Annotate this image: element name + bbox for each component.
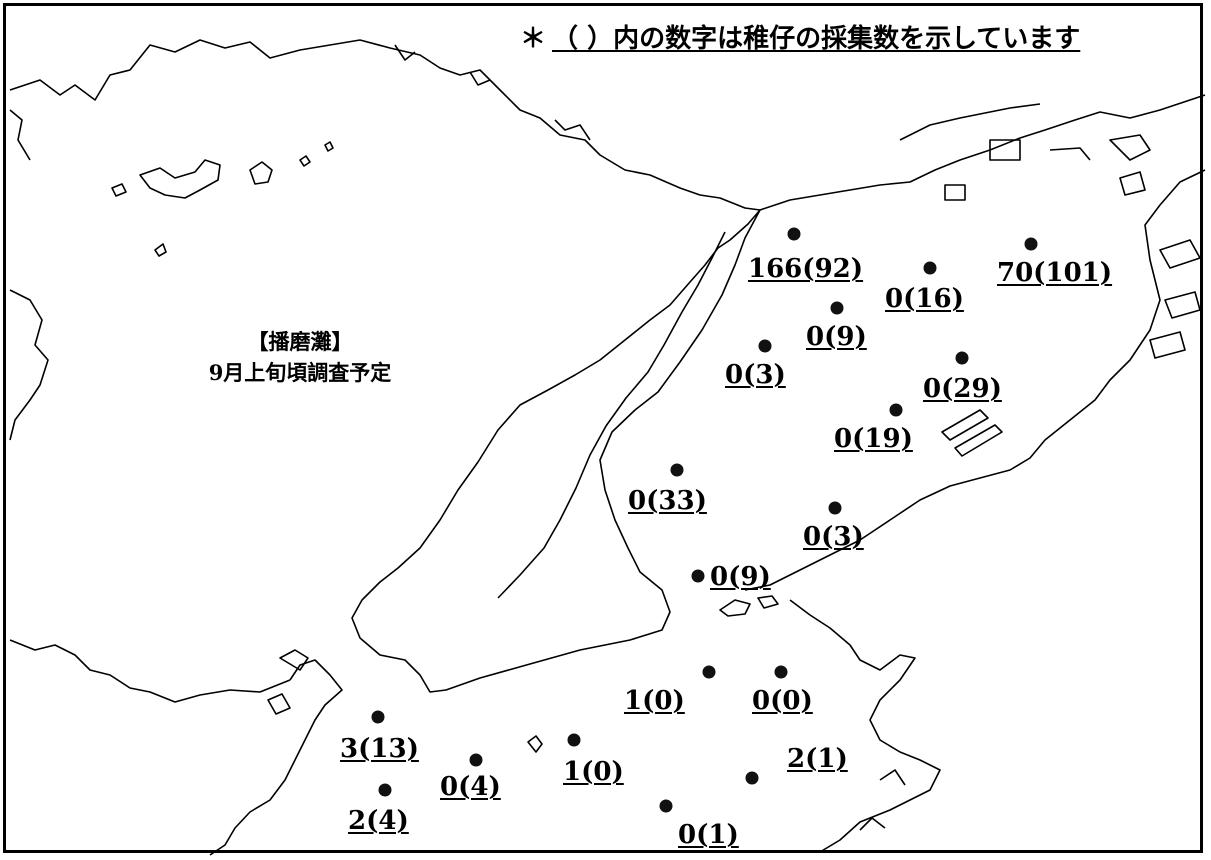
station-dot bbox=[371, 710, 385, 724]
osaka-bay-east-shore bbox=[744, 169, 1206, 591]
station-count-label: 166(92) bbox=[748, 254, 864, 284]
station-dot bbox=[955, 351, 969, 365]
island-small-5 bbox=[154, 243, 167, 257]
west-coastline bbox=[9, 109, 49, 441]
east-shore-industrial bbox=[1149, 239, 1201, 359]
island-small-3 bbox=[299, 155, 311, 167]
station-dot bbox=[830, 301, 844, 315]
station-count-label: 2(4) bbox=[348, 806, 409, 836]
west-coastline-lower bbox=[9, 639, 291, 703]
tomogashima-islands bbox=[719, 595, 779, 617]
north-coastline bbox=[9, 39, 761, 211]
osaka-port-structures bbox=[899, 103, 1151, 201]
station-count-label: 0(3) bbox=[803, 522, 864, 552]
station-count-label: 0(9) bbox=[806, 322, 867, 352]
station-dot bbox=[567, 733, 581, 747]
island-small-1 bbox=[249, 161, 273, 185]
station-count-label: 0(29) bbox=[923, 374, 1002, 404]
legend-asterisk: ＊ bbox=[520, 24, 547, 54]
station-count-label: 3(13) bbox=[340, 734, 419, 764]
naruto-strait bbox=[267, 649, 309, 715]
station-count-label: 0(16) bbox=[885, 284, 964, 314]
station-dot bbox=[659, 799, 673, 813]
station-count-label: 0(19) bbox=[834, 424, 913, 454]
station-count-label: 0(0) bbox=[752, 686, 813, 716]
station-count-label: 0(33) bbox=[628, 486, 707, 516]
station-dot bbox=[774, 665, 788, 679]
kansai-airport-island bbox=[941, 409, 1003, 457]
station-dot bbox=[758, 339, 772, 353]
shikoku-coastline bbox=[209, 659, 343, 856]
station-dot bbox=[670, 463, 684, 477]
station-count-label: 0(9) bbox=[710, 562, 771, 592]
station-dot bbox=[378, 783, 392, 797]
station-dot bbox=[923, 261, 937, 275]
station-dot bbox=[828, 501, 842, 515]
awaji-island bbox=[351, 209, 761, 693]
station-dot bbox=[469, 753, 483, 767]
station-count-label: 0(1) bbox=[678, 820, 739, 850]
legend-text: （ ）内の数字は稚仔の採集数を示しています bbox=[552, 24, 1081, 54]
station-dot bbox=[702, 665, 716, 679]
map-border bbox=[3, 3, 1203, 853]
station-dot bbox=[787, 227, 801, 241]
awaji-inner-ridge bbox=[497, 231, 726, 599]
kii-coastline-detail bbox=[859, 769, 906, 831]
island-small-2 bbox=[111, 183, 127, 197]
station-count-label: 1(0) bbox=[624, 686, 685, 716]
legend-note: ＊（ ）内の数字は稚仔の採集数を示しています bbox=[520, 18, 1080, 55]
station-count-label: 0(4) bbox=[440, 772, 501, 802]
kii-coastline bbox=[789, 599, 941, 853]
north-coastline-detail bbox=[394, 44, 591, 141]
island-small-4 bbox=[324, 141, 334, 152]
region-survey-note: 9月上旬頃調査予定 bbox=[208, 360, 392, 385]
island-ieshima bbox=[139, 159, 221, 199]
station-dot bbox=[1024, 237, 1038, 251]
station-dot bbox=[745, 771, 759, 785]
station-dot bbox=[691, 569, 705, 583]
region-label: 【播磨灘】 9月上旬頃調査予定 bbox=[170, 326, 430, 388]
station-count-label: 70(101) bbox=[997, 258, 1113, 288]
osaka-bay-north-shore bbox=[759, 94, 1206, 211]
station-count-label: 1(0) bbox=[563, 757, 624, 787]
island-okinoshima bbox=[527, 735, 543, 753]
region-name: 【播磨灘】 bbox=[247, 329, 353, 354]
station-dot bbox=[889, 403, 903, 417]
station-count-label: 0(3) bbox=[725, 360, 786, 390]
station-count-label: 2(1) bbox=[787, 744, 848, 774]
